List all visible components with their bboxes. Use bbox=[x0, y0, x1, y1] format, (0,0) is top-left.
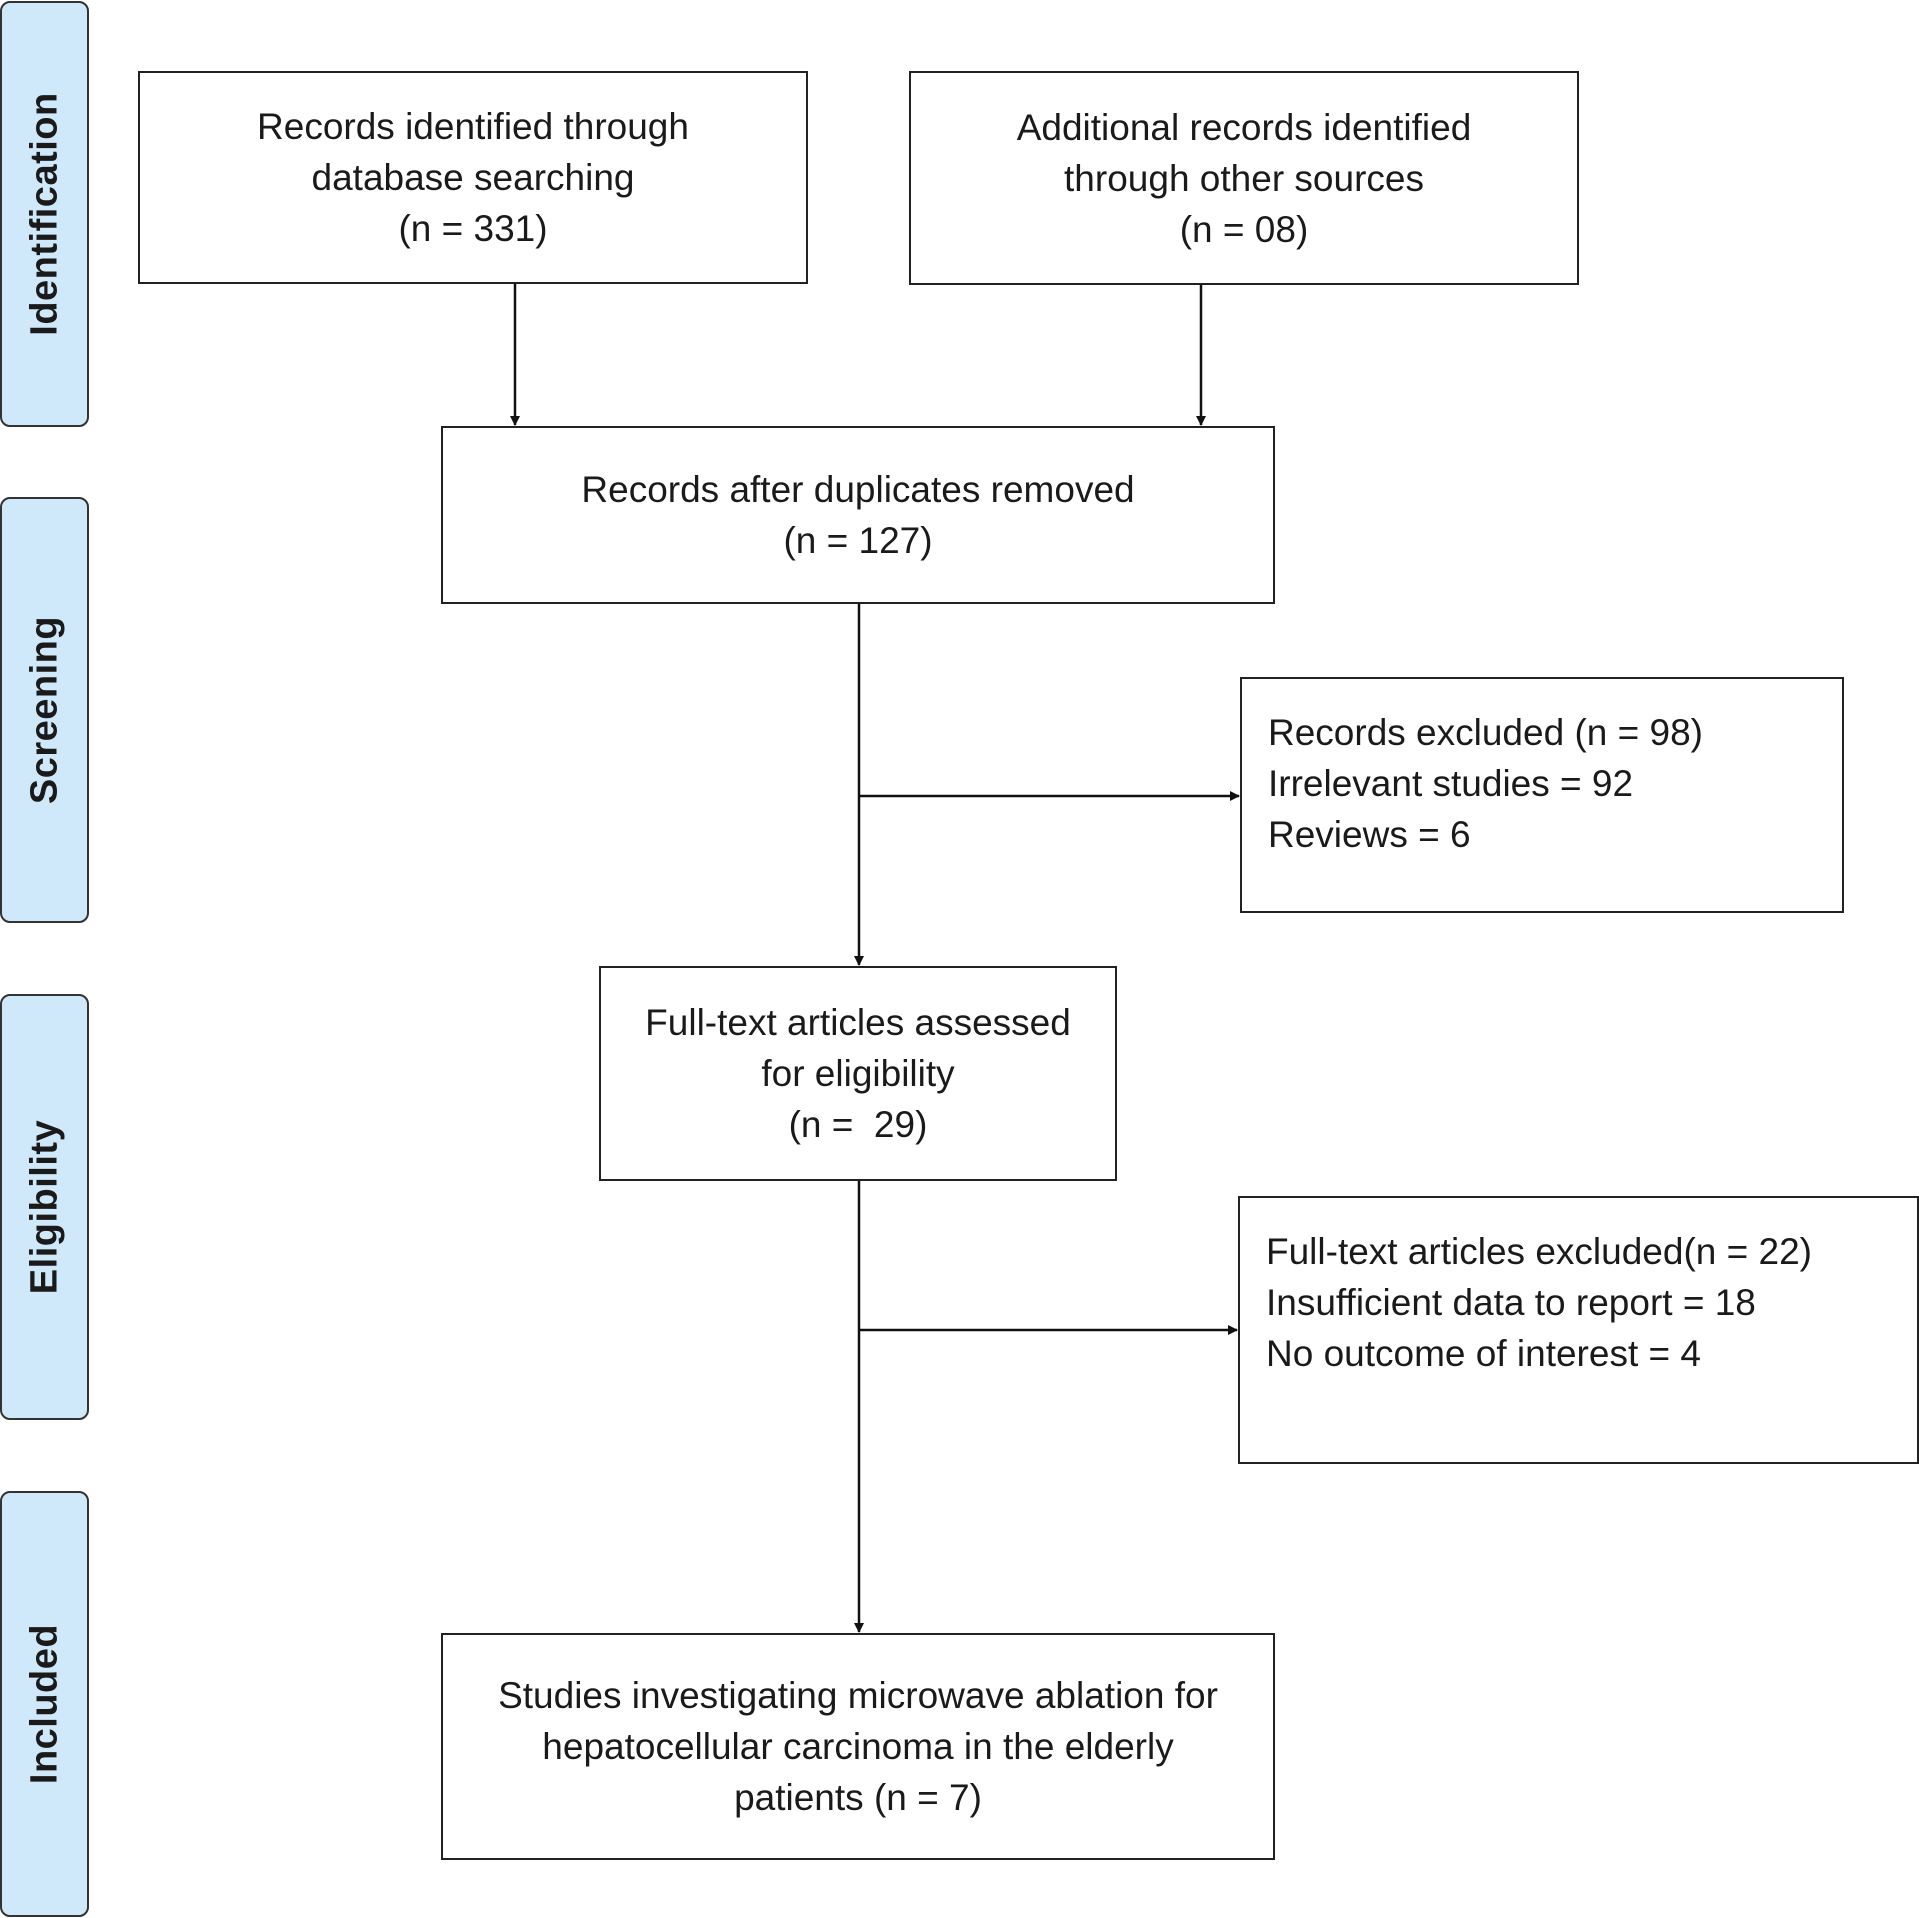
deduplicated-line-1: Records after duplicates removed bbox=[581, 469, 1135, 510]
database-records-count: (n = 331) bbox=[398, 208, 548, 249]
included-studies-line-1: Studies investigating microwave ablation… bbox=[498, 1675, 1218, 1716]
phase-identification: Identification bbox=[0, 1, 89, 427]
database-records-line-2: database searching bbox=[311, 157, 635, 198]
fulltext-assessed-line-1: Full-text articles assessed bbox=[645, 1002, 1071, 1043]
included-studies-box: Studies investigating microwave ablation… bbox=[441, 1633, 1275, 1860]
fulltext-assessed-count: (n = 29) bbox=[788, 1104, 928, 1145]
other-sources-line-1: Additional records identified bbox=[1016, 106, 1472, 148]
included-studies-line-3: patients (n = 7) bbox=[734, 1777, 982, 1818]
records-excluded-box: Records excluded (n = 98) Irrelevant stu… bbox=[1240, 677, 1844, 913]
deduplicated-box: Records after duplicates removed (n = 12… bbox=[441, 426, 1275, 604]
fulltext-excluded-line-3: No outcome of interest = 4 bbox=[1266, 1333, 1701, 1374]
included-studies-line-2: hepatocellular carcinoma in the elderly bbox=[542, 1726, 1174, 1767]
fulltext-assessed-line-2: for eligibility bbox=[761, 1053, 955, 1094]
fulltext-excluded-line-2: Insufficient data to report = 18 bbox=[1266, 1282, 1756, 1323]
phase-included: Included bbox=[0, 1491, 89, 1917]
other-sources-line-2: through other sources bbox=[1064, 157, 1424, 199]
records-excluded-line-3: Reviews = 6 bbox=[1268, 814, 1471, 855]
records-excluded-line-1: Records excluded (n = 98) bbox=[1268, 712, 1703, 753]
database-records-line-1: Records identified through bbox=[257, 106, 689, 147]
deduplicated-count: (n = 127) bbox=[783, 520, 933, 561]
fulltext-excluded-box: Full-text articles excluded(n = 22) Insu… bbox=[1238, 1196, 1919, 1464]
phase-screening: Screening bbox=[0, 497, 89, 923]
fulltext-assessed-box: Full-text articles assessed for eligibil… bbox=[599, 966, 1117, 1181]
database-records-box: Records identified through database sear… bbox=[138, 71, 808, 284]
other-sources-count: (n = 08) bbox=[1179, 208, 1309, 250]
other-sources-box: Additional records identified through ot… bbox=[909, 71, 1579, 285]
records-excluded-line-2: Irrelevant studies = 92 bbox=[1268, 763, 1634, 804]
fulltext-excluded-line-1: Full-text articles excluded(n = 22) bbox=[1266, 1231, 1812, 1272]
phase-eligibility: Eligibility bbox=[0, 994, 89, 1420]
